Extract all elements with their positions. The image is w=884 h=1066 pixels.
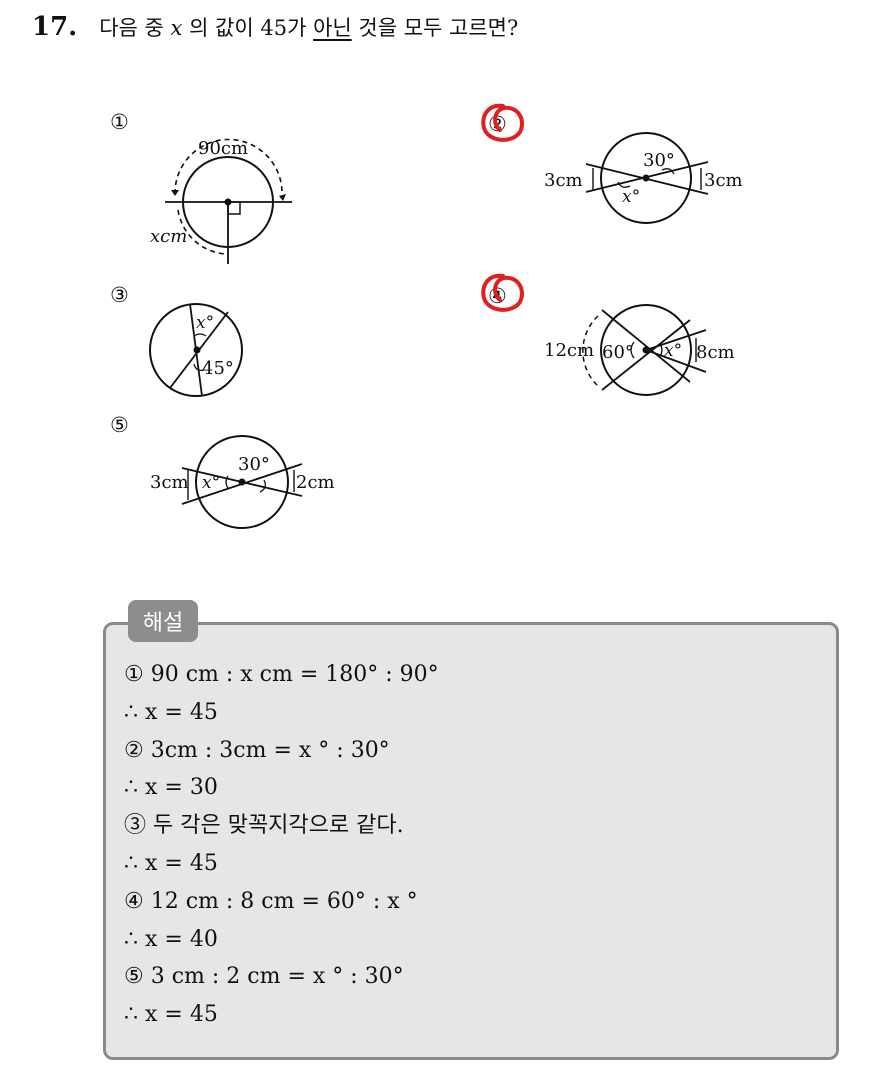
solution-tag: 해설	[128, 600, 198, 642]
choice-5-figure: 3cm 2cm 30° x°	[150, 435, 335, 529]
choice-2-top-angle: 30°	[643, 150, 675, 171]
solution-line-1: ① 90 cm : x cm = 180° : 90°	[124, 662, 439, 687]
solution-line-10: ∴ x = 45	[124, 1002, 218, 1028]
choice-2-left-label: 3cm	[544, 170, 583, 191]
choice-4-left-angle: 60°	[602, 342, 634, 363]
choice-1-number: ①	[110, 110, 129, 134]
solution-line-8: ∴ x = 40	[124, 926, 218, 952]
choice-5-left-angle: x°	[202, 473, 220, 493]
solution-line-4: ∴ x = 30	[124, 775, 218, 801]
solution-line-7: ④ 12 cm : 8 cm = 60° : x °	[124, 888, 418, 914]
choice-1-arc-label: 90cm	[198, 138, 248, 159]
question-text-after: 것을 모두 고르면?	[351, 16, 519, 40]
question-number: 17.	[32, 12, 78, 42]
choice-4-left-label: 12cm	[544, 340, 594, 361]
choice-2-figure: 3cm 3cm 30° x°	[544, 132, 743, 224]
solution-lines: ① 90 cm : x cm = 180° : 90° ∴ x = 45 ② 3…	[124, 656, 824, 1034]
solution-line-6: ∴ x = 45	[124, 850, 218, 876]
question-text-before: 다음 중	[99, 16, 171, 40]
answer-mark-2	[481, 103, 524, 142]
choice-1-length-label: xcm	[150, 226, 187, 247]
choice-3-top-angle: x°	[196, 313, 214, 333]
choice-4-right-angle: x°	[664, 341, 682, 361]
choice-3-bottom-angle: 45°	[202, 358, 234, 379]
choice-4-right-label: 8cm	[696, 342, 735, 363]
question: 17. 다음 중 x 의 값이 45가 아닌 것을 모두 고르면?	[32, 12, 518, 48]
choice-2-right-label: 3cm	[704, 170, 743, 191]
choice-2-bottom-angle: x°	[622, 187, 640, 207]
choice-1-figure: 90cm xcm	[150, 138, 292, 264]
question-text: 다음 중 x 의 값이 45가 아닌 것을 모두 고르면?	[99, 12, 518, 42]
solution-line-9: ⑤ 3 cm : 2 cm = x ° : 30°	[124, 964, 404, 990]
question-underlined-word: 아닌	[313, 16, 352, 40]
solution-line-5: ③ 두 각은 맞꼭지각으로 같다.	[124, 813, 404, 839]
choice-3-figure: x° 45°	[149, 303, 243, 397]
choice-4-figure: 12cm 8cm 60° x°	[544, 304, 735, 396]
answer-mark-4	[481, 273, 524, 312]
choice-3-number: ③	[110, 283, 129, 307]
choice-5-number: ⑤	[110, 413, 129, 437]
choice-5-right-label: 2cm	[296, 472, 335, 493]
choice-5-top-angle: 30°	[238, 454, 270, 475]
choice-5-left-label: 3cm	[150, 472, 189, 493]
question-variable: x	[170, 16, 183, 40]
question-text-middle: 의 값이 45가	[182, 16, 314, 40]
solution-box	[103, 622, 839, 1060]
solution-line-2: ∴ x = 45	[124, 699, 218, 725]
solution-line-3: ② 3cm : 3cm = x ° : 30°	[124, 737, 390, 763]
